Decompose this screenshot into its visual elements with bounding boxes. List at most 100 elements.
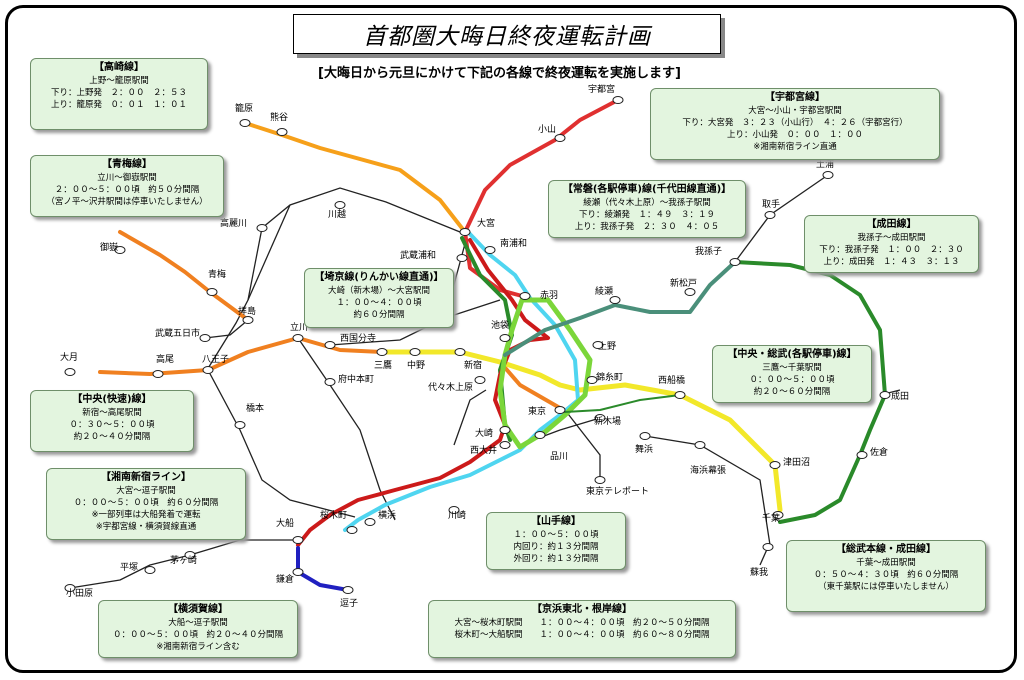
station-marker — [206, 288, 218, 296]
station-marker — [554, 406, 566, 414]
line-tokaido — [69, 539, 299, 589]
station-8: 綾瀬 — [595, 285, 621, 304]
line-shonan — [296, 238, 550, 547]
station-label: 武蔵五日市 — [155, 327, 200, 339]
station-41: 西大井 — [470, 441, 511, 456]
info-box-line: １：００～５：００頃 — [513, 530, 599, 540]
station-marker — [448, 506, 460, 514]
line-nambu — [297, 337, 396, 521]
station-layer: 籠原熊谷宇都宮小山土浦取手我孫子新松戸綾瀬大宮南浦和武蔵浦和赤羽川越高麗川御嶽青… — [60, 83, 909, 609]
info-box-title: 【横須賀線】 — [168, 604, 228, 615]
info-box-line: １：００～４：００頃 — [336, 298, 422, 308]
info-box-line: 外回り：約１３分間隔 — [513, 554, 599, 564]
info-box-title: 【湘南新宿ライン】 — [101, 472, 191, 483]
station-marker — [764, 211, 776, 219]
info-box-line: 大宮～桜木町駅間 １：００～４：００頃 約２０～５０分間隔 — [454, 618, 710, 628]
station-marker — [459, 228, 471, 236]
station-21: 府中本町 — [324, 373, 374, 386]
station-label: 府中本町 — [338, 373, 374, 385]
info-box-line: 千葉～成田駅間 — [856, 558, 916, 568]
station-marker — [334, 201, 346, 209]
station-marker — [64, 368, 76, 376]
station-4: 土浦 — [816, 158, 834, 179]
station-5: 取手 — [762, 198, 780, 219]
station-label: 海浜幕張 — [690, 464, 726, 476]
info-box-line: ０：３０～５：００頃 — [69, 420, 155, 430]
info-box-line: ０：００～５：００頃 約６０分間隔 — [73, 498, 219, 508]
station-marker — [292, 536, 304, 544]
station-27: 新宿 — [454, 348, 482, 371]
station-label: 高麗川 — [220, 217, 247, 229]
station-52: 平塚 — [120, 562, 156, 574]
station-6: 我孫子 — [695, 245, 741, 266]
station-marker — [199, 334, 211, 342]
station-17: 拝島 — [238, 305, 256, 324]
info-box-title: 【総武本線・成田線】 — [836, 544, 936, 555]
station-label: 中野 — [407, 359, 425, 371]
station-24: 八王子 — [202, 354, 229, 374]
station-46: 蘇我 — [750, 543, 774, 578]
station-label: 三鷹 — [374, 359, 392, 371]
station-marker — [674, 391, 686, 399]
station-42: 品川 — [534, 431, 568, 462]
info-box-title: 【成田線】 — [866, 219, 917, 230]
info-box-line: （宮ノ平～沢井駅間は停車いたしません） — [46, 197, 208, 207]
station-18: 武蔵五日市 — [155, 327, 211, 342]
station-marker — [256, 224, 268, 232]
station-1: 熊谷 — [270, 111, 288, 136]
info-box-title: 【宇都宮線】 — [765, 92, 825, 103]
station-54: 鎌倉 — [276, 568, 304, 585]
station-marker — [499, 334, 511, 342]
station-marker — [276, 128, 288, 136]
station-39: 舞浜 — [635, 432, 653, 455]
station-31: 代々木上原 — [428, 376, 486, 393]
station-marker — [184, 551, 196, 559]
station-label: 宇都宮 — [588, 83, 615, 95]
info-box-line: ０：５０～４：３０頃 約６０分間隔 — [813, 570, 959, 580]
station-label: 桜木町 — [320, 509, 347, 521]
info-box-line: 下り：我孫子発 １：００ ２：３０ — [819, 245, 964, 255]
line-chuo-sobu — [379, 349, 783, 513]
station-label: 佐倉 — [870, 446, 888, 458]
station-label: 小田原 — [66, 588, 93, 599]
station-label: 川崎 — [448, 509, 466, 521]
info-box-joban: 【常磐(各駅停車)線(千代田線直通)】綾瀬（代々木上原）～我孫子駅間下り：綾瀬発… — [548, 180, 746, 238]
station-label: 新宿 — [464, 359, 482, 371]
station-marker — [292, 334, 304, 342]
station-label: 西国分寺 — [340, 333, 376, 344]
station-label: 上野 — [598, 341, 616, 352]
info-box-line: 大宮～逗子駅間 — [116, 486, 176, 496]
info-box-line: 内回り：約１３分間隔 — [513, 542, 599, 552]
station-label: 蘇我 — [750, 566, 768, 578]
station-label: 武蔵浦和 — [400, 249, 436, 261]
station-label: 代々木上原 — [428, 381, 473, 393]
station-49: 川崎 — [448, 506, 466, 521]
station-37: 津田沼 — [769, 457, 810, 469]
station-label: 高尾 — [156, 353, 174, 365]
station-marker — [554, 134, 566, 142]
info-box-line: 三鷹～千葉駅間 — [762, 363, 822, 373]
line-musashino — [329, 239, 501, 346]
station-label: 東京テレポート — [586, 485, 649, 497]
station-marker — [594, 414, 606, 422]
station-marker — [534, 431, 546, 439]
station-marker — [484, 246, 496, 254]
station-label: 綾瀬 — [595, 285, 613, 297]
station-marker — [456, 254, 468, 262]
station-label: 土浦 — [816, 158, 834, 170]
station-label: 東京 — [528, 405, 546, 417]
station-10: 南浦和 — [484, 237, 527, 254]
station-13: 川越 — [328, 201, 346, 220]
info-box-title: 【青梅線】 — [102, 159, 152, 170]
station-16: 青梅 — [206, 268, 226, 296]
station-label: 我孫子 — [695, 245, 722, 257]
line-joban — [503, 260, 737, 357]
line-yokosuka — [296, 546, 350, 592]
info-box-line: 約２０～６０分間隔 — [753, 387, 831, 397]
station-47: 横浜 — [364, 509, 396, 526]
station-35: 成田 — [879, 390, 909, 402]
station-label: 川越 — [328, 208, 346, 220]
